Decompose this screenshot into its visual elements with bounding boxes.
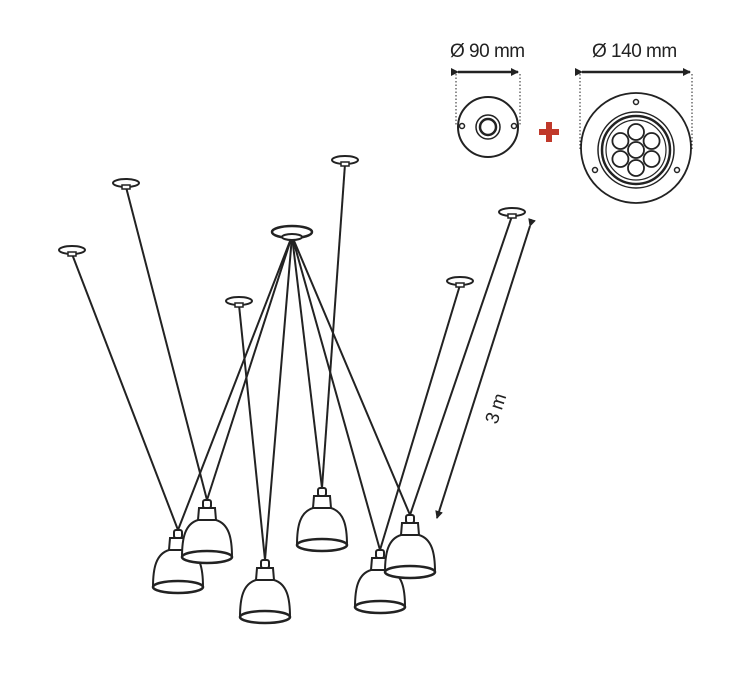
ceiling-rose bbox=[446, 276, 474, 288]
lamp-rim bbox=[238, 609, 292, 625]
light-hole bbox=[611, 150, 630, 168]
cable bbox=[238, 304, 266, 561]
cable bbox=[264, 235, 293, 561]
lamp-neck bbox=[311, 495, 333, 509]
lamp-neck bbox=[196, 507, 218, 521]
cable-length-arrow bbox=[435, 218, 536, 519]
lamp-shade bbox=[180, 499, 234, 565]
cable bbox=[71, 253, 179, 531]
plus-icon bbox=[539, 122, 559, 142]
lamp-shades bbox=[151, 487, 437, 625]
cable-length-dimension: 3 m bbox=[435, 218, 536, 519]
ceiling-rose bbox=[58, 245, 86, 257]
ceiling-rose bbox=[112, 178, 140, 190]
lamp-socket bbox=[260, 559, 270, 569]
light-hole bbox=[627, 123, 645, 141]
cable bbox=[291, 235, 381, 551]
lamp-socket bbox=[375, 549, 385, 559]
light-hole bbox=[642, 150, 661, 168]
light-hole bbox=[611, 132, 630, 150]
lamp-shade bbox=[238, 559, 292, 625]
light-hole bbox=[627, 159, 645, 177]
lamp-socket bbox=[317, 487, 327, 497]
ceiling-rose bbox=[331, 155, 359, 167]
lamp-rim bbox=[151, 579, 205, 595]
large-ceiling-base: Ø 140 mm bbox=[575, 41, 693, 204]
lamp-shade bbox=[353, 549, 407, 615]
cable bbox=[291, 235, 411, 516]
cable bbox=[409, 215, 513, 516]
large-base-diameter-label: Ø 140 mm bbox=[592, 41, 677, 62]
lamp-neck bbox=[254, 567, 276, 581]
cable bbox=[379, 284, 461, 551]
ceiling-roses bbox=[58, 155, 526, 308]
cable bbox=[177, 235, 293, 531]
cable bbox=[125, 186, 208, 501]
central-ceiling-rose bbox=[270, 224, 314, 241]
ceiling-rose bbox=[498, 207, 526, 219]
lamp-socket bbox=[202, 499, 212, 509]
small-ceiling-base: Ø 90 mm bbox=[450, 41, 525, 158]
light-hole bbox=[627, 141, 645, 159]
small-base-diameter-label: Ø 90 mm bbox=[450, 41, 525, 62]
lamp-socket bbox=[173, 529, 183, 539]
cable bbox=[206, 235, 293, 501]
cable-length-label: 3 m bbox=[482, 391, 511, 426]
lamp-neck bbox=[399, 522, 421, 536]
lamp-rim bbox=[383, 564, 437, 580]
cable bbox=[291, 235, 323, 489]
lamp-rim bbox=[180, 549, 234, 565]
lamp-rim bbox=[353, 599, 407, 615]
cables bbox=[71, 163, 513, 561]
cable bbox=[321, 163, 346, 489]
lamp-shade bbox=[383, 514, 437, 580]
ceiling-rose bbox=[225, 296, 253, 308]
light-hole bbox=[642, 132, 661, 150]
lamp-shade bbox=[295, 487, 349, 553]
lamp-socket bbox=[405, 514, 415, 524]
lamp-rim bbox=[295, 537, 349, 553]
